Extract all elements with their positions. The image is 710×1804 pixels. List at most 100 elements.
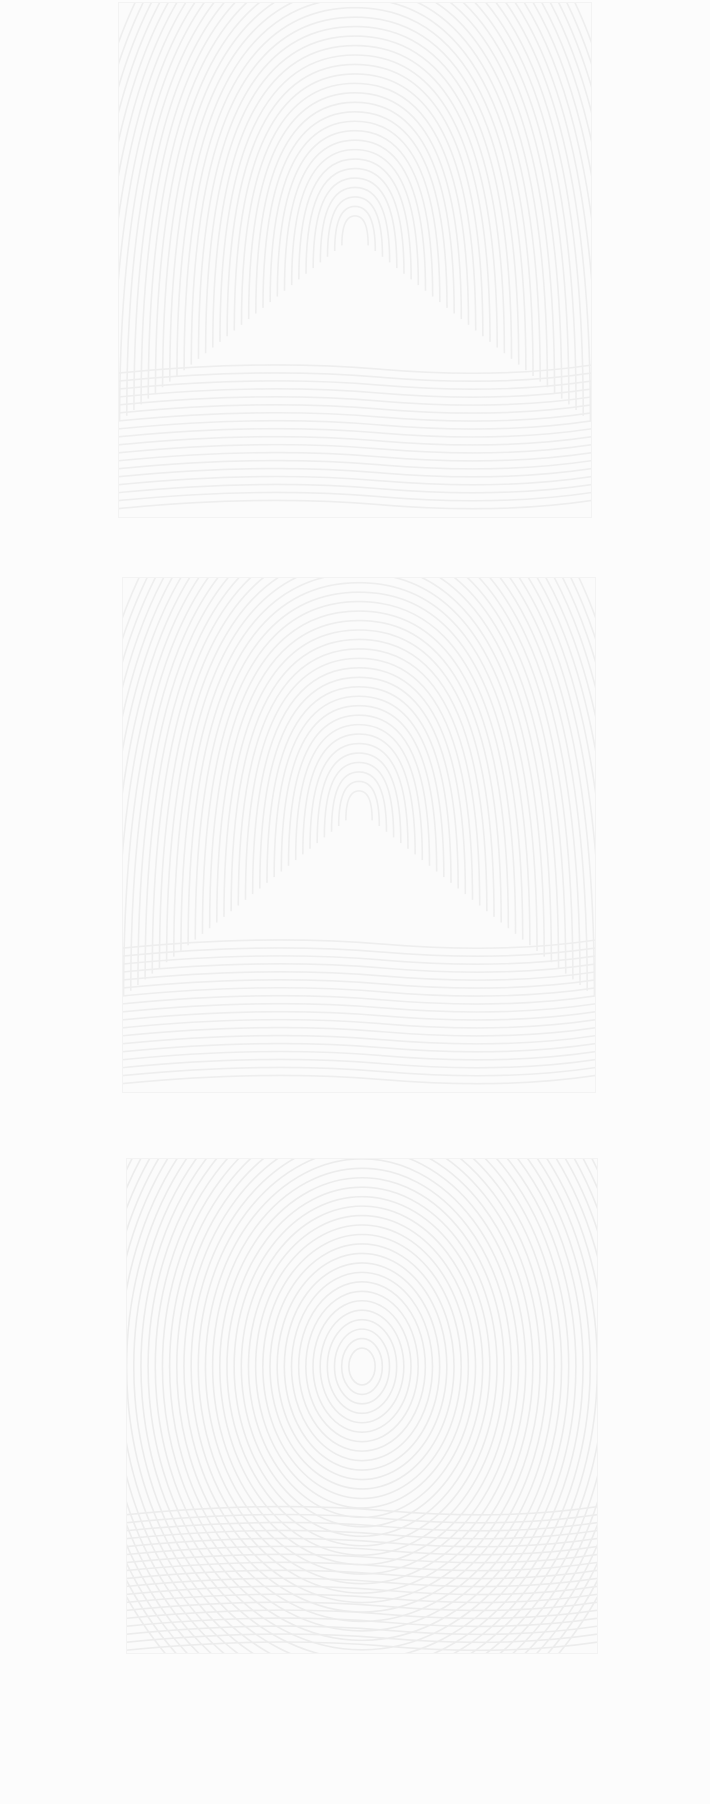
ridge-line [137, 578, 581, 986]
ridge-line [333, 205, 377, 252]
ridge-line [127, 1521, 597, 1532]
ridge-line [254, 1224, 470, 1509]
fingerprint-card [126, 1158, 598, 1654]
ridge-line [123, 578, 595, 997]
ridge-line [151, 578, 567, 974]
ridge-line [290, 148, 420, 286]
ridge-line [233, 1195, 491, 1538]
fingerprint-1-image [119, 3, 591, 510]
ridge-line [280, 704, 438, 872]
ridge-line [119, 419, 591, 430]
ridge-line [119, 483, 591, 494]
ridge-line [123, 1050, 595, 1061]
ridge-line [127, 1159, 597, 1653]
ridge-line [129, 578, 589, 991]
ridge-line [298, 158, 412, 280]
ridge-line [123, 971, 595, 981]
ridge-line [154, 1159, 570, 1642]
ridge-line [340, 1337, 384, 1396]
ridge-line [176, 3, 534, 376]
ridge-line [168, 1159, 556, 1623]
ridge-line [119, 3, 591, 282]
ridge-line [123, 939, 595, 950]
ridge-line [211, 1167, 513, 1566]
ridge-line [123, 1026, 595, 1037]
ridge-line [283, 1262, 441, 1471]
ridge-line [180, 578, 538, 951]
ridge-line [140, 3, 570, 405]
ridge-line [305, 167, 405, 274]
ridge-line [119, 475, 591, 486]
ridge-line [187, 581, 531, 946]
ridge-line [190, 16, 520, 365]
ridge-line [127, 1513, 597, 1524]
ridge-line [175, 1159, 549, 1613]
ridge-line [127, 1505, 597, 1516]
ridge-line [123, 578, 595, 640]
ridge-line [123, 947, 595, 958]
ridge-line [326, 1318, 398, 1415]
ridge-line [262, 110, 448, 308]
ridge-line [127, 1641, 597, 1652]
ridge-line [133, 3, 577, 411]
ridge-line [348, 1347, 376, 1386]
fingerprint-2-image [123, 578, 595, 1085]
ridge-line [123, 994, 595, 1005]
ridge-line [341, 215, 369, 246]
ridge-line [119, 3, 591, 44]
ridge-line [125, 3, 585, 416]
ridge-line [140, 1159, 584, 1653]
ridge-line [208, 610, 510, 929]
ridge-line [276, 129, 434, 297]
ridge-line [247, 92, 463, 320]
ridge-line [127, 1593, 597, 1604]
ridge-line [127, 1625, 597, 1636]
ridge-line [123, 578, 595, 857]
ridge-line [119, 372, 591, 383]
ridge-line [297, 1281, 427, 1452]
ridge-line [219, 54, 491, 342]
ridge-line [168, 3, 542, 382]
ridge-line [294, 723, 424, 861]
ridge-line [127, 1585, 597, 1596]
ridge-line [119, 459, 591, 470]
ridge-line [244, 657, 474, 900]
ridge-line [302, 733, 416, 855]
ridge-line [119, 499, 591, 510]
ridge-line [223, 629, 495, 917]
ridge-line [165, 578, 553, 963]
ridge-line [119, 451, 591, 462]
ridge-line [161, 3, 549, 388]
ridge-line [127, 1561, 597, 1572]
ridge-line [197, 1159, 527, 1585]
ridge-line [190, 1159, 534, 1594]
ridge-line [333, 1328, 391, 1405]
ridge-line [119, 491, 591, 502]
ridge-line [127, 1577, 597, 1588]
ridge-line [312, 177, 398, 269]
ridge-line [204, 35, 506, 354]
ridge-line [276, 1252, 448, 1481]
ridge-line [127, 1529, 597, 1540]
ridge-line [123, 955, 595, 965]
ridge-line [158, 578, 560, 968]
ridge-line [119, 396, 591, 406]
ridge-line [305, 1290, 419, 1443]
ridge-line [273, 695, 445, 878]
ridge-line [233, 73, 477, 331]
ridge-line [147, 1159, 577, 1651]
ridge-line [154, 3, 556, 393]
ridge-line [123, 1074, 595, 1085]
ridge-line [212, 44, 498, 348]
ridge-line [123, 1018, 595, 1029]
ridge-line [123, 578, 595, 752]
ridge-line [216, 619, 502, 923]
fingerprint-3-image [127, 1159, 597, 1653]
ridge-line [127, 1633, 597, 1644]
ridge-line [123, 578, 595, 619]
ridge-line [319, 186, 391, 263]
ridge-line [172, 578, 546, 957]
ridge-line [309, 742, 409, 849]
ridge-line [119, 427, 591, 438]
ridge-line [259, 676, 459, 889]
